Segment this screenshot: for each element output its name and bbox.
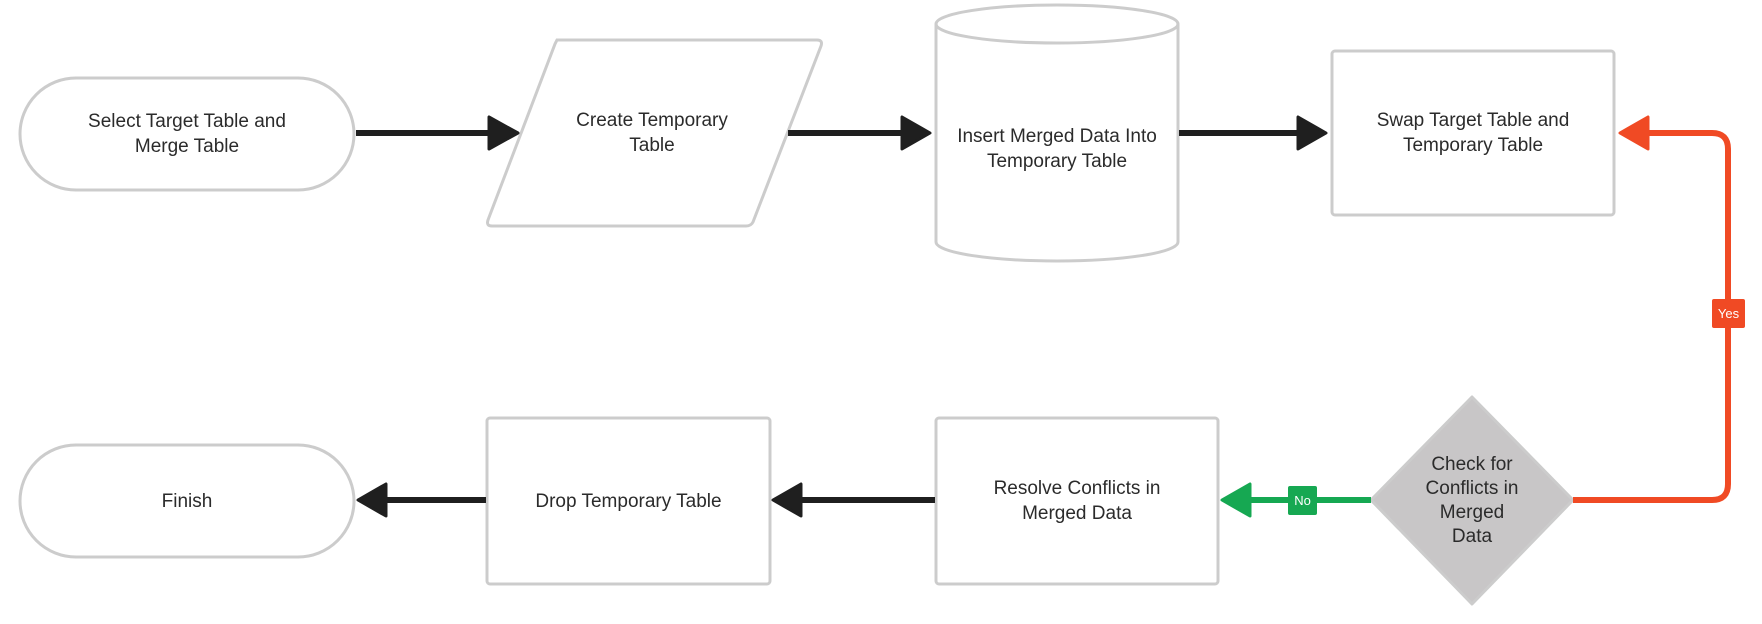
edge-label-no-bg [1288, 486, 1317, 515]
arrowhead-drop-to-finish [356, 482, 388, 518]
node-drop-shape [485, 416, 772, 586]
arrowhead-select-to-create-temp [487, 115, 520, 151]
node-insert-label: Insert Merged Data Into Temporary Table [957, 126, 1157, 172]
node-select-shape [18, 76, 356, 192]
arrowhead-insert-to-swap [1296, 115, 1328, 151]
node-check-shape [1369, 395, 1575, 606]
arrowhead-resolve-to-drop [771, 482, 803, 518]
node-resolve-shape [934, 416, 1220, 586]
node-check-label: Check for Conflicts in Merged Data [1425, 453, 1519, 547]
node-create-temp-label: Create Temporary Table [576, 110, 728, 156]
node-finish-label: Finish [161, 490, 213, 512]
node-insert-shape [934, 24, 1180, 263]
arrowhead-check-to-resolve-no [1220, 482, 1252, 518]
node-resolve-label: Resolve Conflicts in Merged Data [993, 478, 1161, 524]
node-swap-label: Swap Target Table and Temporary Table [1376, 110, 1570, 156]
node-create-temp-shape [486, 38, 823, 228]
arrowhead-check-to-swap-yes [1618, 115, 1650, 151]
node-insert-shape-top [934, 3, 1180, 45]
node-finish-shape [18, 443, 356, 559]
edge-label-no: No [1294, 493, 1311, 508]
edge-label-yes: Yes [1717, 306, 1740, 321]
node-select-label: Select Target Table and Merge Table [88, 111, 286, 157]
arrowhead-create-temp-to-insert [900, 115, 932, 151]
node-drop-label: Drop Temporary Table [535, 490, 722, 512]
node-swap-shape [1330, 49, 1616, 217]
edge-label-yes-bg [1712, 299, 1745, 328]
